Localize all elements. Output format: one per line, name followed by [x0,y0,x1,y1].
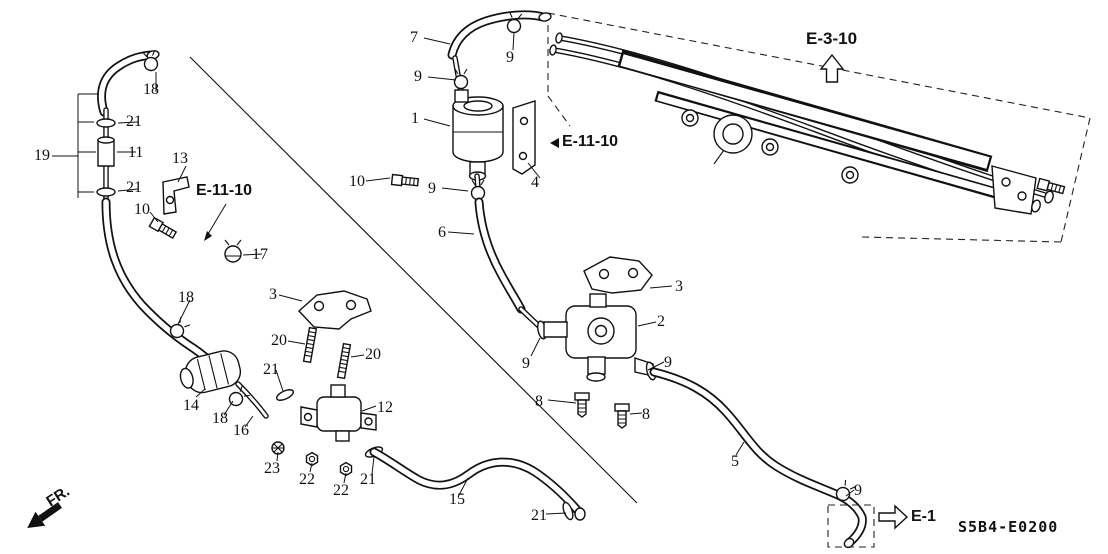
callout-9: 9 [522,355,530,372]
callout-9: 9 [664,354,672,371]
callout-9: 9 [414,68,422,85]
middle-assembly [390,10,875,549]
callout-9: 9 [428,180,436,197]
callout-18: 18 [178,289,194,306]
callout-11: 11 [128,144,144,161]
ref-e-1: E-1 [911,508,936,525]
callout-18: 18 [212,410,228,427]
e-3-10-arrow-icon [819,53,845,83]
callout-15: 15 [449,491,465,508]
callout-17: 17 [252,246,268,263]
callout-1: 1 [411,110,419,127]
fuel-rail-assembly [549,32,1066,215]
callout-12: 12 [377,399,393,416]
ref-e-11-10: E-11-10 [196,182,253,199]
callout-4: 4 [531,174,539,191]
callout-10: 10 [349,173,365,190]
diagram-code: S5B4-E0200 [958,518,1059,536]
callout-23: 23 [264,460,280,477]
callout-14: 14 [183,397,199,414]
callout-21: 21 [531,507,547,524]
callout-20: 20 [271,332,287,349]
separator-line [189,56,638,504]
callout-21: 21 [126,179,142,196]
leader-lines [117,31,855,515]
ref-e-3-10: E-3-10 [806,29,858,48]
fr-arrow-icon [27,502,63,528]
callout-21: 21 [126,113,142,130]
callout-6: 6 [438,224,446,241]
dashed-boundary [547,12,1091,243]
callout-22: 22 [333,482,349,499]
e-1-arrow-icon [878,504,909,530]
callout-8: 8 [642,406,650,423]
callout-8: 8 [535,393,543,410]
callout-13: 13 [172,150,188,167]
callout-3: 3 [269,286,277,303]
callout-9: 9 [854,482,862,499]
callout-2: 2 [657,313,665,330]
callout-21: 21 [360,471,376,488]
callout-3: 3 [675,278,683,295]
callout-18: 18 [143,81,159,98]
callout-5: 5 [731,453,739,470]
callout-21: 21 [263,361,279,378]
callout-19: 19 [34,147,50,164]
callout-20: 20 [365,346,381,363]
callout-16: 16 [233,422,249,439]
callout-9: 9 [506,49,514,66]
callout-7: 7 [410,29,418,46]
callout-10: 10 [134,201,150,218]
callout-22: 22 [299,471,315,488]
left-assembly [52,49,586,522]
ref-e-11-10: E-11-10 [562,133,619,150]
